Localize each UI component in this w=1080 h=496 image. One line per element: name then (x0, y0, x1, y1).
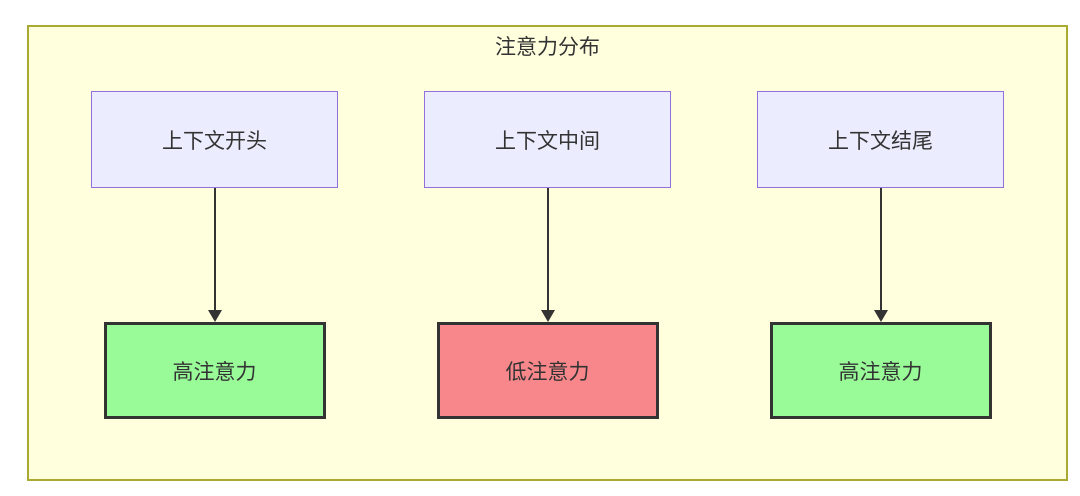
down-arrow (207, 188, 222, 322)
flow-column-context-start: 上下文开头 高注意力 (91, 91, 338, 419)
arrowhead-icon (207, 310, 222, 322)
arrow-line (213, 188, 216, 310)
attention-distribution-frame: 注意力分布 上下文开头 高注意力 上下文中间 (27, 25, 1068, 481)
target-node-label: 高注意力 (838, 360, 923, 384)
flow-column-context-middle: 上下文中间 低注意力 (424, 91, 671, 419)
target-node-low-attention: 低注意力 (436, 322, 659, 419)
down-arrow (540, 188, 555, 322)
source-node-context-start: 上下文开头 (91, 91, 338, 188)
source-node-label: 上下文结尾 (828, 129, 933, 153)
source-node-label: 上下文开头 (162, 129, 267, 153)
source-node-context-middle: 上下文中间 (424, 91, 671, 188)
target-node-label: 低注意力 (505, 360, 590, 384)
target-node-label: 高注意力 (172, 360, 257, 384)
flow-column-context-end: 上下文结尾 高注意力 (757, 91, 1004, 419)
source-node-context-end: 上下文结尾 (757, 91, 1004, 188)
arrow-line (546, 188, 549, 310)
target-node-high-attention: 高注意力 (769, 322, 992, 419)
target-node-high-attention: 高注意力 (103, 322, 326, 419)
diagram-columns: 上下文开头 高注意力 上下文中间 低注意力 (29, 91, 1066, 419)
arrowhead-icon (540, 310, 555, 322)
arrow-line (879, 188, 882, 310)
diagram-title: 注意力分布 (495, 36, 600, 59)
source-node-label: 上下文中间 (495, 129, 600, 153)
down-arrow (873, 188, 888, 322)
arrowhead-icon (873, 310, 888, 322)
